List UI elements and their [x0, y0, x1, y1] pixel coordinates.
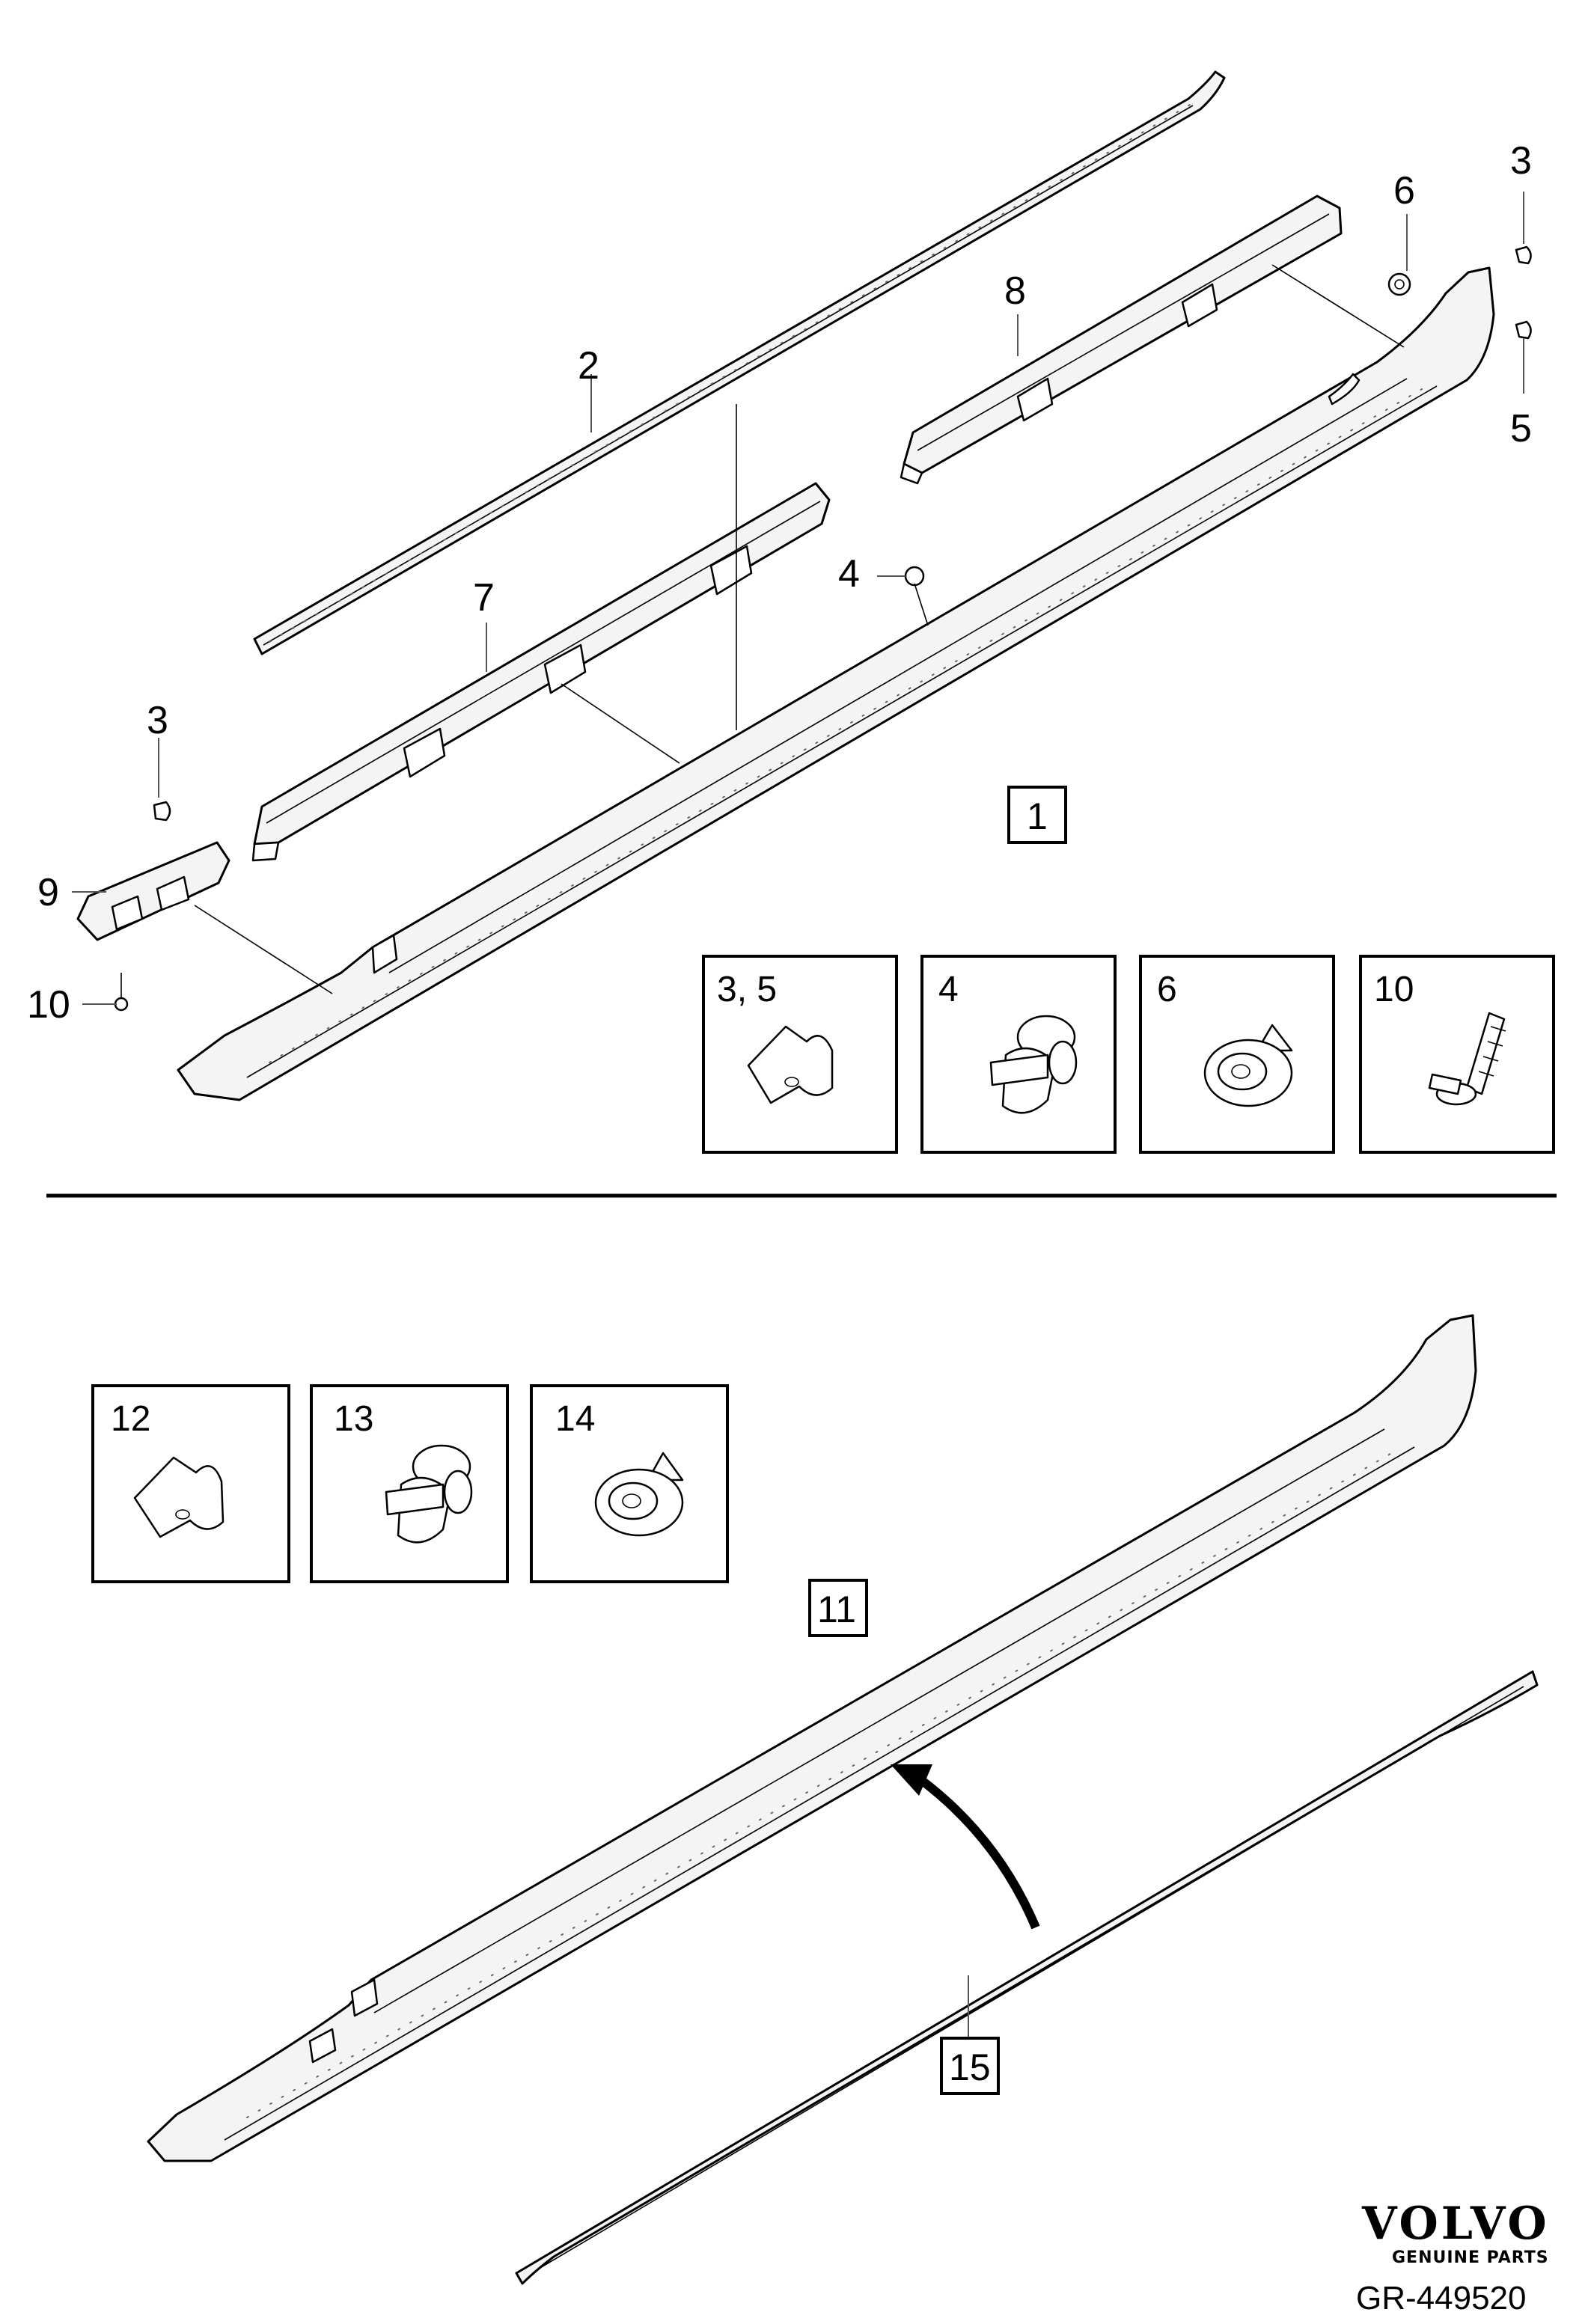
callout-5: 5 [1510, 407, 1532, 450]
inset-box-14: 14 [530, 1384, 729, 1583]
inset-label: 10 [1374, 970, 1414, 1009]
fastener-part-3-left [153, 801, 171, 822]
callout-2: 2 [578, 344, 599, 388]
inset-label: 13 [334, 1399, 373, 1439]
side-sill-part-11 [147, 1314, 1477, 2162]
inset-label: 3, 5 [717, 970, 777, 1009]
callout-6: 6 [1393, 169, 1415, 212]
plug-icon [594, 1452, 684, 1537]
inset-label: 6 [1157, 970, 1177, 1009]
bracket-rail-part-8 [900, 195, 1343, 485]
side-sill-part-1 [177, 266, 1495, 1101]
callout-9: 9 [37, 871, 59, 914]
svg-text:1: 1 [1027, 795, 1048, 837]
bracket-rail-part-7 [251, 482, 831, 862]
fastener-part-10 [114, 997, 129, 1012]
reference-number: GR-449520 [1356, 2280, 1526, 2317]
inset-label: 14 [555, 1399, 595, 1439]
inset-box-10: 10 [1359, 955, 1555, 1154]
fastener-part-6 [1387, 272, 1411, 296]
callout-7: 7 [473, 576, 495, 620]
inset-box-4: 4 [920, 955, 1117, 1154]
inset-label: 12 [111, 1399, 150, 1439]
inset-box-6: 6 [1139, 955, 1335, 1154]
callout-8: 8 [1004, 269, 1026, 313]
plug-icon [1203, 1024, 1293, 1107]
callout-4: 4 [838, 552, 860, 596]
inset-box-12: 12 [91, 1384, 290, 1583]
inset-box-13: 13 [310, 1384, 509, 1583]
fastener-part-4 [904, 566, 925, 587]
volvo-logo: VOLVO GENUINE PARTS [1361, 2198, 1550, 2267]
boxed-callout-11: 11 [808, 1579, 868, 1637]
bracket-part-9 [76, 841, 230, 941]
trim-strip-part-15 [515, 1670, 1539, 2285]
push-rivet-icon [385, 1444, 473, 1544]
clip-icon [133, 1456, 225, 1538]
push-rivet-icon [989, 1015, 1078, 1114]
clip-icon [747, 1025, 834, 1104]
inset-box-3-5: 3, 5 [702, 955, 898, 1154]
boxed-callout-15: 15 [940, 2037, 1000, 2095]
boxed-callout-1: 1 [1007, 786, 1067, 844]
install-arrow [891, 1764, 1040, 1930]
callout-3-left: 3 [147, 699, 168, 742]
svg-text:VOLVO: VOLVO [1361, 2198, 1550, 2250]
fastener-part-5 [1515, 320, 1532, 340]
inset-label: 4 [938, 970, 959, 1009]
trim-strip-part-2 [253, 70, 1226, 655]
callout-3-right: 3 [1510, 139, 1532, 183]
svg-text:GENUINE PARTS: GENUINE PARTS [1392, 2248, 1549, 2267]
leader-lines [72, 192, 1524, 1005]
callout-10: 10 [27, 983, 70, 1027]
fastener-part-3-right [1515, 245, 1532, 265]
svg-text:15: 15 [949, 2046, 991, 2088]
screw-icon [1428, 1012, 1506, 1106]
svg-text:11: 11 [817, 1588, 856, 1630]
